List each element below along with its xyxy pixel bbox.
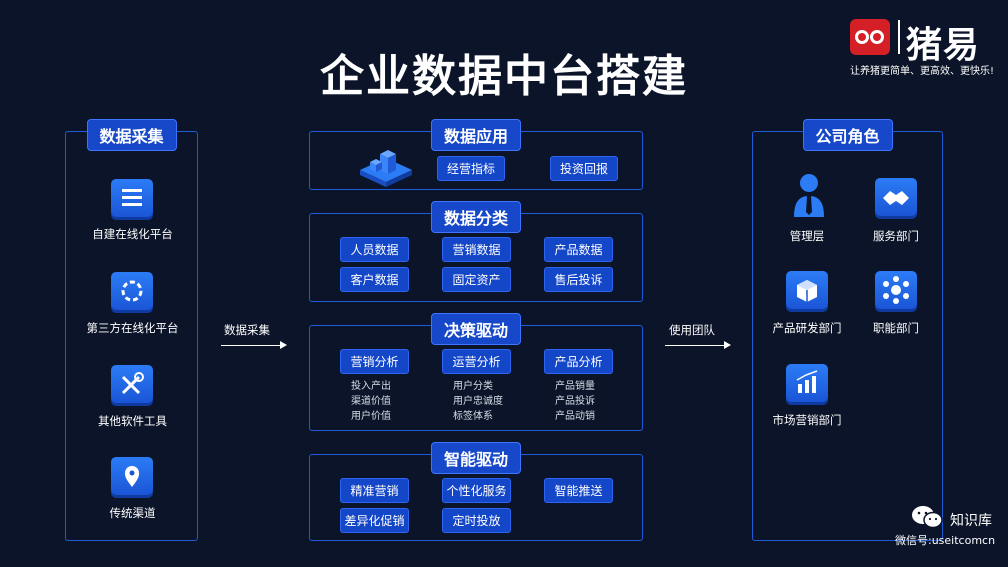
isometric-blocks-icon [360,150,412,187]
chip-customer-data: 客户数据 [340,267,409,292]
role-label: 市场营销部门 [772,413,842,427]
network-icon [875,271,917,309]
arrow-right-icon [665,345,725,346]
chip-smart-push: 智能推送 [544,478,613,503]
arrow-right-icon [221,345,281,346]
logo-name: 猪易 [906,25,981,66]
collection-item-label: 其他软件工具 [98,414,167,428]
analysis-detail: 产品投诉 [555,396,595,407]
chip-business-metrics: 经营指标 [437,156,505,181]
logo-mark-icon [850,19,890,55]
logo-slogan: 让养猪更简单、更高效、更快乐! [850,66,995,77]
chip-operations-analysis: 运营分析 [442,349,511,374]
analysis-detail: 用户分类 [453,381,493,392]
data-collection-panel: 数据采集 自建在线化平台 第三方在线化平台 其他软件工具 传统渠道 [65,119,198,541]
data-classification-panel: 数据分类 人员数据 营销数据 产品数据 客户数据 固定资产 售后投诉 [309,201,643,302]
collection-item-label: 自建在线化平台 [92,227,173,241]
chip-fixed-assets: 固定资产 [442,267,511,292]
chip-differentiated-promotion: 差异化促销 [340,508,409,533]
data-classification-heading: 数据分类 [430,201,522,233]
list-icon [111,179,153,217]
role-label: 职能部门 [873,321,919,335]
data-application-heading: 数据应用 [430,119,522,151]
smart-driven-panel: 智能驱动 精准营销 个性化服务 智能推送 差异化促销 定时投放 [309,442,643,541]
analysis-detail: 用户忠诚度 [453,396,503,407]
watermark-account: 微信号:useitcomcn [895,534,996,547]
role-label: 服务部门 [873,229,919,243]
collection-item-label: 传统渠道 [109,506,156,520]
analysis-detail: 投入产出 [351,381,391,392]
data-application-panel: 数据应用 经营指标 投资回报 [309,119,643,190]
tools-icon [111,365,153,403]
chip-product-analysis: 产品分析 [544,349,613,374]
bar-chart-icon [786,364,828,402]
wechat-icon [912,506,943,529]
person-icon [794,174,824,217]
chip-after-sales: 售后投诉 [544,267,613,292]
watermark-name: 知识库 [950,513,992,529]
analysis-detail: 用户价值 [351,411,391,422]
collection-item-label: 第三方在线化平台 [86,321,179,335]
chip-scheduled-placement: 定时投放 [442,508,511,533]
page-title: 企业数据中台搭建 [320,51,688,102]
role-label: 管理层 [789,229,825,243]
handshake-icon [875,178,917,216]
ring-icon [111,272,153,310]
analysis-detail: 渠道价值 [351,396,391,407]
smart-driven-heading: 智能驱动 [430,442,522,474]
role-label: 产品研发部门 [772,321,842,335]
company-roles-heading: 公司角色 [802,119,893,151]
brand-logo: 猪易 让养猪更简单、更高效、更快乐! [850,16,1000,77]
chip-personalized-service: 个性化服务 [442,478,511,503]
cube-icon [786,271,828,309]
chip-personnel-data: 人员数据 [340,237,409,262]
arrow-label-team: 使用团队 [669,323,715,337]
chip-product-data: 产品数据 [544,237,613,262]
analysis-detail: 产品动销 [555,411,595,422]
arrow-label-collection: 数据采集 [224,323,270,337]
location-pin-icon [111,457,153,495]
chip-roi: 投资回报 [550,156,618,181]
decision-driven-panel: 决策驱动 营销分析 运营分析 产品分析 投入产出 渠道价值 用户价值 用户分类 … [309,313,643,431]
chip-marketing-analysis: 营销分析 [340,349,409,374]
analysis-detail: 标签体系 [453,411,493,422]
chip-precision-marketing: 精准营销 [340,478,409,503]
decision-driven-heading: 决策驱动 [430,313,522,345]
chip-marketing-data: 营销数据 [442,237,511,262]
data-collection-heading: 数据采集 [86,119,177,151]
analysis-detail: 产品销量 [555,381,595,392]
company-roles-panel: 公司角色 管理层 服务部门 产品研发部门 职能部门 市场营销部门 [752,119,943,541]
